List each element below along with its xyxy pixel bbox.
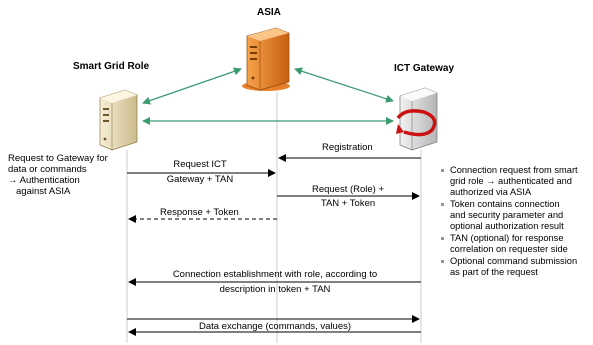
smart-grid-server-icon — [99, 89, 138, 151]
note-line: correlation on requester side — [450, 244, 568, 254]
note-item: Connection request from smart grid role … — [441, 165, 591, 198]
note-line: as part of the request — [450, 267, 538, 277]
note-line: optional authorization result — [450, 221, 564, 231]
left-note-line3: → Authentication — [8, 175, 80, 186]
connection-establishment-label-1: Connection establishment with role, acco… — [172, 269, 378, 280]
registration-label: Registration — [322, 142, 373, 153]
green-link-asia-gateway — [294, 67, 394, 103]
note-line: and security parameter and — [450, 210, 564, 220]
note-item: Token contains connection and security p… — [441, 199, 591, 232]
data-exchange-label: Data exchange (commands, values) — [198, 321, 352, 332]
note-line: Optional command submission — [450, 256, 578, 266]
left-note-line1: Request to Gateway for — [8, 153, 108, 164]
actor-smart-grid-label: Smart Grid Role — [73, 61, 150, 72]
note-line: authorized via ASIA — [450, 187, 532, 197]
note-line: TAN (optional) for response — [450, 233, 564, 243]
request-ict-label-2: Gateway + TAN — [166, 174, 234, 185]
note-line: Token contains connection — [450, 199, 560, 209]
notes-list: Connection request from smart grid role … — [441, 165, 591, 279]
left-note-line2: data or commands — [8, 164, 87, 175]
connection-establishment-label-2: description in token + TAN — [219, 284, 331, 295]
ict-gateway-server-icon — [396, 87, 438, 151]
request-role-label-1: Request (Role) + — [311, 184, 385, 195]
response-token-label: Response + Token — [160, 207, 239, 218]
green-link-smartgrid-asia — [142, 67, 242, 105]
request-role-label-2: TAN + Token — [320, 198, 376, 209]
asia-server-icon — [242, 27, 290, 91]
actor-ict-gateway-label: ICT Gateway — [394, 63, 455, 74]
note-line: Connection request from smart — [450, 165, 578, 175]
note-line: grid role → authenticated and — [450, 176, 572, 186]
left-note-line4: against ASIA — [16, 186, 71, 197]
actor-asia-label: ASIA — [257, 7, 281, 18]
request-ict-label-1: Request ICT — [173, 159, 227, 170]
note-item: TAN (optional) for response correlation … — [441, 233, 591, 255]
note-item: Optional command submission as part of t… — [441, 256, 591, 278]
